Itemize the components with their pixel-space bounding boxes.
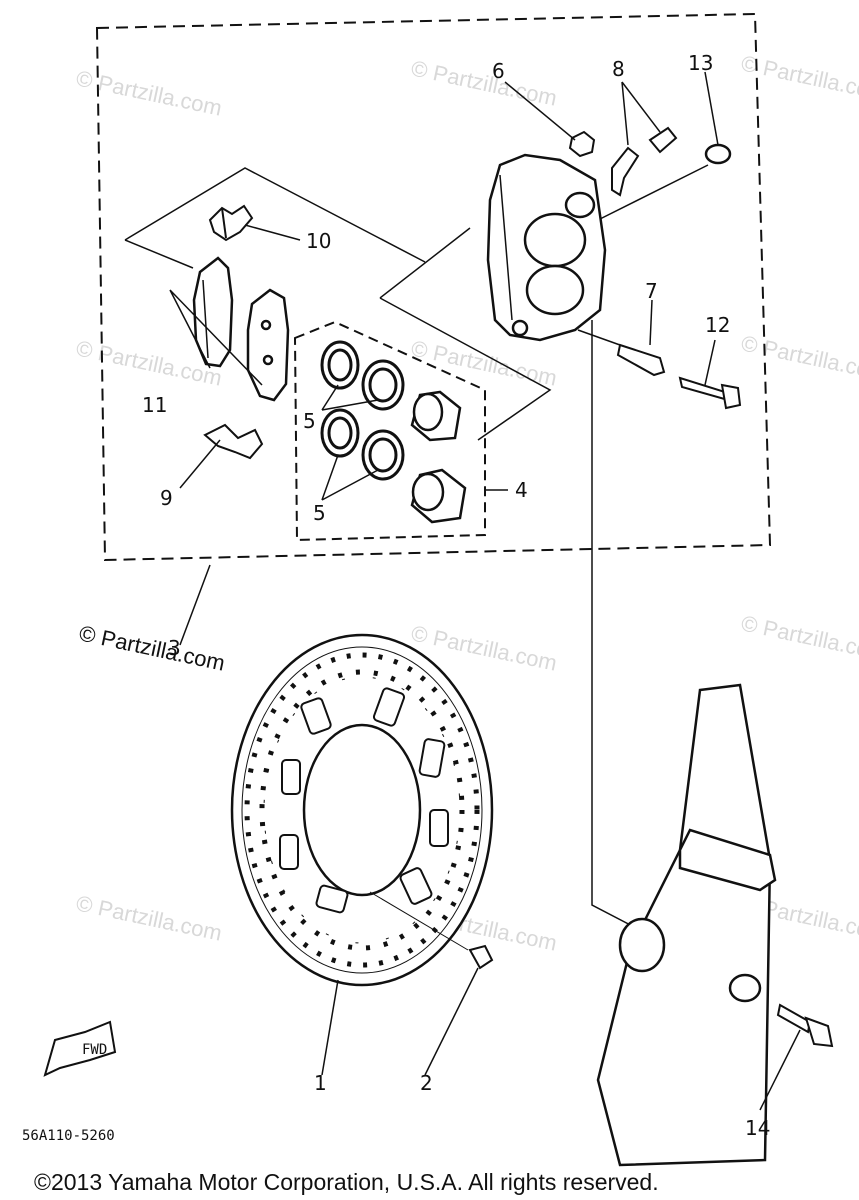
watermark-text: © Partzilla.com <box>739 330 859 385</box>
caliper-pistons <box>410 390 467 524</box>
callout-6: 6 <box>492 59 505 83</box>
callout-8: 8 <box>612 57 625 81</box>
bleed-screw-set <box>611 126 678 197</box>
watermark-text: © Partzilla.com <box>739 610 859 665</box>
callout-1: 1 <box>314 1071 327 1095</box>
partzilla-watermark: © Partzilla.com <box>77 620 227 675</box>
watermark-text: © Partzilla.com <box>74 65 224 120</box>
caliper-assembly-outline <box>95 12 772 562</box>
piston-seals <box>320 340 405 481</box>
disc-bolt <box>369 891 494 970</box>
nut <box>568 130 596 158</box>
caliper-body <box>486 153 607 342</box>
brake-disc <box>230 633 494 987</box>
callout-5a: 5 <box>303 409 316 433</box>
pin <box>616 343 666 377</box>
copyright-notice: ©2013 Yamaha Motor Corporation, U.S.A. A… <box>34 1169 659 1195</box>
callout-11: 11 <box>142 393 167 417</box>
callout-5b: 5 <box>313 501 326 525</box>
piston-kit-outline <box>293 320 486 542</box>
callout-7: 7 <box>645 279 658 303</box>
callout-2: 2 <box>420 1071 433 1095</box>
pad-spring <box>208 204 254 242</box>
callout-10: 10 <box>306 229 331 253</box>
watermark-text: © Partzilla.com <box>74 890 224 945</box>
callout-12: 12 <box>705 313 730 337</box>
callout-4: 4 <box>515 478 528 502</box>
fwd-label: FWD <box>82 1042 107 1058</box>
watermark-text: © Partzilla.com <box>409 55 559 110</box>
callout-13: 13 <box>688 51 713 75</box>
forward-arrow-icon <box>43 1020 117 1077</box>
front-fork-leg <box>596 683 777 1167</box>
pad-support <box>203 423 264 460</box>
leader-lines <box>169 71 801 1111</box>
diagram-code: 56A110-5260 <box>22 1128 115 1144</box>
callout-9: 9 <box>160 486 173 510</box>
cap <box>704 143 732 165</box>
callout-14: 14 <box>745 1116 770 1140</box>
axle-bolt <box>776 1003 834 1048</box>
callout-3: 3 <box>168 636 181 660</box>
brake-pad-pair <box>192 256 290 402</box>
guide-lines <box>124 164 709 931</box>
caliper-bolt <box>678 376 742 410</box>
